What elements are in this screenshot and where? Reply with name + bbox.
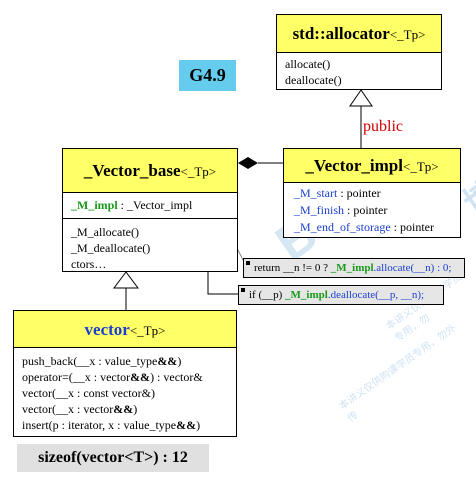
method-list: push_back(__x : value_type&&) operator=(… [14, 348, 236, 433]
field-item: _M_end_of_storage : pointer [294, 220, 434, 234]
class-header: std::allocator<_Tp> [277, 15, 441, 53]
class-name: vector [84, 320, 130, 339]
class-header: _Vector_base<_Tp> [63, 149, 237, 193]
method-item: _M_allocate() [71, 225, 139, 239]
class-vector: vector<_Tp> push_back(__x : value_type&&… [13, 310, 237, 437]
template-param: <_Tp> [402, 159, 439, 174]
inheritance-arrowhead-impl [349, 89, 373, 107]
class-std-allocator: std::allocator<_Tp> allocate() deallocat… [276, 14, 442, 90]
field-list: _M_impl : _Vector_impl [63, 193, 237, 219]
method-item: vector(__x : vector&&) [22, 402, 138, 416]
class-name: _Vector_base [83, 161, 181, 180]
method-list: allocate() deallocate() [277, 53, 441, 88]
version-badge: G4.9 [179, 60, 236, 91]
class-header: _Vector_impl<_Tp> [284, 149, 460, 183]
class-name: std::allocator [292, 24, 390, 43]
class-name: _Vector_impl [305, 156, 403, 175]
method-item: deallocate() [285, 73, 342, 87]
field-name: _M_impl [71, 198, 118, 212]
method-item: _M_deallocate() [71, 241, 151, 255]
class-vector-impl: _Vector_impl<_Tp> _M_start : pointer _M_… [283, 148, 461, 238]
class-vector-base: _Vector_base<_Tp> _M_impl : _Vector_impl… [62, 148, 238, 272]
template-param: <_Tp> [180, 164, 217, 179]
method-item: operator=(__x : vector&&) : vector& [22, 370, 203, 384]
template-param: <_Tp> [129, 323, 166, 338]
method-item: push_back(__x : value_type&&) [22, 354, 182, 368]
class-header: vector<_Tp> [14, 311, 236, 348]
field-list: _M_start : pointer _M_finish : pointer _… [284, 183, 460, 236]
field-type: : _Vector_impl [117, 198, 193, 212]
template-param: <_Tp> [389, 27, 426, 42]
method-item: allocate() [285, 57, 331, 71]
field-item: _M_start : pointer [294, 186, 381, 200]
inheritance-label: public [363, 118, 403, 135]
method-item: ctors… [71, 257, 107, 271]
note-marker [241, 288, 245, 292]
field-item: _M_finish : pointer [294, 203, 388, 217]
method-item: insert(p : iterator, x : value_type&&) [22, 418, 201, 432]
code-note-deallocate: if (__p) _M_impl.deallocate(__p, __n); [238, 285, 444, 305]
inheritance-arrowhead-vector [113, 271, 139, 289]
method-item: vector(__x : const vector&) [22, 386, 155, 400]
sizeof-label: sizeof(vector<T>) : 12 [17, 444, 209, 472]
composition-diamond [238, 157, 258, 169]
code-note-allocate: return __n != 0 ? _M_impl.allocate(__n) … [243, 258, 465, 278]
note-marker [246, 261, 250, 265]
method-list: _M_allocate() _M_deallocate() ctors… [63, 219, 237, 272]
